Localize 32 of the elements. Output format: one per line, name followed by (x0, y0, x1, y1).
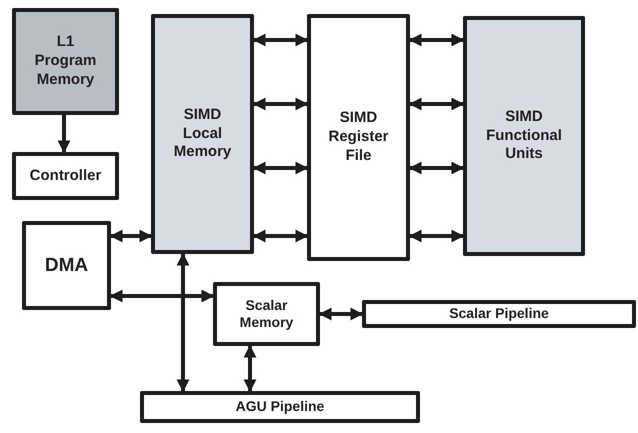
block-label: Scalar Pipeline (449, 305, 549, 323)
block-label: Controller (30, 166, 102, 186)
arrow (252, 34, 308, 46)
block-box (463, 16, 585, 256)
block-label: SIMD Local Memory (172, 106, 232, 162)
block-label: L1 Program Memory (34, 33, 98, 90)
block-box (151, 14, 254, 254)
arrow (110, 230, 152, 242)
arrow (408, 34, 464, 46)
arrow (58, 115, 70, 154)
arrow (408, 98, 464, 110)
block-label: SIMD Register File (327, 109, 390, 166)
arrow (252, 98, 308, 110)
block-label: DMA (44, 254, 88, 278)
arrow (252, 230, 308, 242)
block-box (12, 8, 119, 115)
arrow (176, 252, 190, 392)
block-box (140, 391, 420, 423)
block-box (362, 300, 636, 328)
arrow (244, 344, 256, 392)
arrow (252, 162, 308, 174)
block-label: Scalar Memory (238, 296, 294, 332)
arrow (408, 162, 464, 174)
block-box (22, 221, 111, 310)
block-label: SIMD Functional Units (485, 108, 563, 164)
block-box (12, 152, 119, 200)
arrow (318, 308, 364, 320)
block-box (213, 282, 320, 346)
block-label: AGU Pipeline (236, 398, 324, 416)
arrow (110, 290, 214, 302)
arrow (408, 230, 464, 242)
block-box (307, 14, 410, 261)
